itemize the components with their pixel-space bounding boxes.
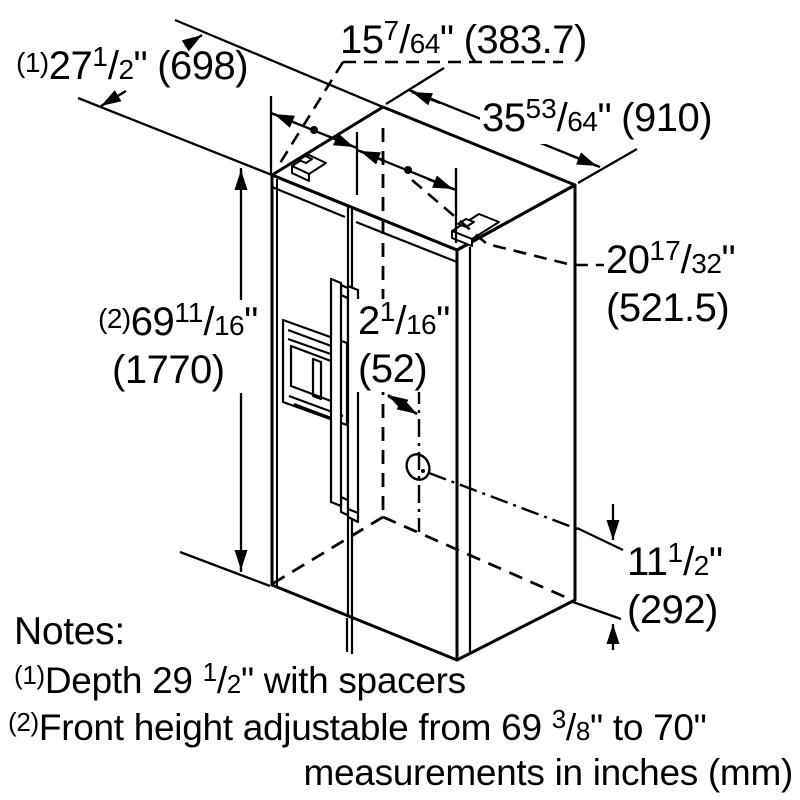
handle-right-bar bbox=[346, 284, 360, 515]
label-connection-offset: 21/16" (52) bbox=[356, 296, 452, 392]
door-handles bbox=[329, 277, 360, 524]
label-total-width: 3553/64"(910) bbox=[480, 93, 715, 144]
notes-heading: Notes: bbox=[14, 610, 125, 653]
units-footer: measurements in inches (mm) bbox=[303, 752, 794, 793]
note1-ref: (1) bbox=[14, 660, 45, 690]
top-hinges bbox=[291, 154, 500, 247]
centerlines bbox=[417, 386, 581, 532]
total-width-mm: (910) bbox=[621, 96, 713, 140]
leader-left-door bbox=[275, 60, 563, 169]
depth-note-ref: (1) bbox=[16, 47, 49, 78]
dim-left-door bbox=[269, 60, 563, 195]
height-mm: (1770) bbox=[112, 348, 225, 392]
depth-mm: (698) bbox=[157, 44, 249, 88]
connection-height-mm: (292) bbox=[627, 588, 718, 632]
dim-right-door bbox=[356, 148, 604, 267]
label-connection-height: 111/2" (292) bbox=[627, 537, 723, 632]
note-1: (1)Depth 29 1/2" with spacers bbox=[14, 657, 466, 701]
handle-left-bar bbox=[329, 277, 343, 508]
height-note-ref: (2) bbox=[98, 303, 131, 334]
dim-depth bbox=[77, 18, 384, 177]
front-face bbox=[270, 173, 459, 662]
note-2: (2)Front height adjustable from 69 3/8" … bbox=[8, 704, 707, 748]
right-door-mm: (521.5) bbox=[606, 286, 730, 330]
left-door-mm: (383.7) bbox=[463, 18, 588, 62]
label-right-door-width: 2017/32" (521.5) bbox=[606, 235, 736, 330]
label-left-door-width: 157/64"(383.7) bbox=[340, 15, 588, 62]
right-face bbox=[455, 183, 577, 662]
leader-right-door bbox=[411, 179, 604, 267]
dim-connection-height bbox=[572, 504, 624, 650]
dimension-annotations bbox=[77, 18, 638, 650]
note2-ref: (2) bbox=[8, 707, 39, 737]
connection-offset-mm: (52) bbox=[358, 347, 428, 391]
label-height: (2)6911/16" (1770) bbox=[96, 297, 260, 393]
dim-connection-offset bbox=[387, 386, 581, 532]
label-depth: (1)271/2"(698) bbox=[16, 41, 249, 88]
